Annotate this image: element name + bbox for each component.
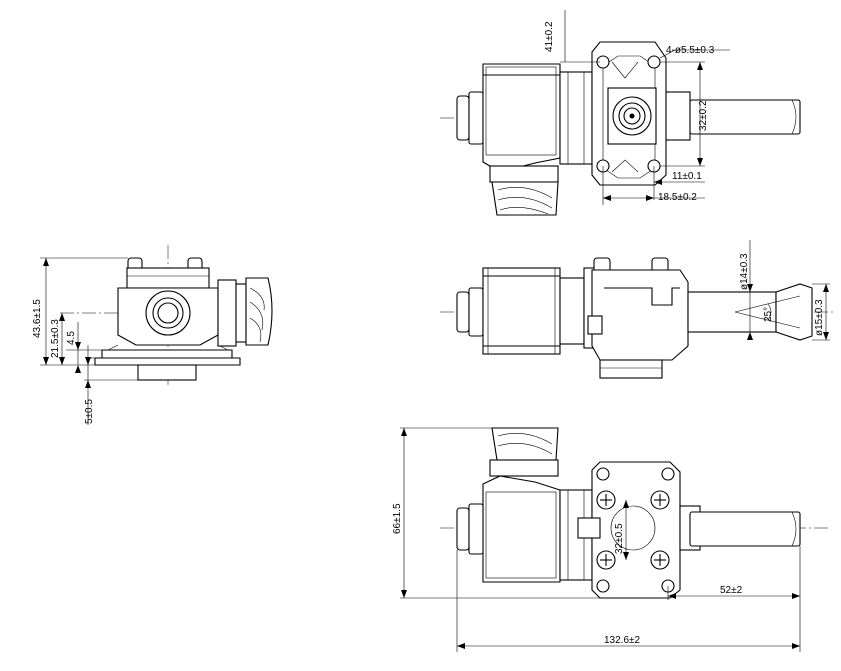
front-angle-dim: 25°: [763, 307, 774, 322]
side-height-dim: 43.6±1.5: [32, 299, 43, 338]
side-view: 43.6±1.5 21.5±0.3 4.5 5±0.5: [32, 245, 273, 425]
top-hole-pitch-dim: 32±0.2: [698, 100, 709, 131]
bottom-hole-pitch-dim: 32±0.5: [614, 523, 625, 554]
side-step-dim: 4.5: [66, 331, 77, 345]
top-offset-b-dim: 18.5±0.2: [658, 192, 697, 203]
front-dia-outer-dim: ø15±0.3: [814, 299, 825, 336]
top-height-dim: 41±0.2: [544, 21, 555, 52]
top-offset-a-dim: 11±0.1: [672, 171, 702, 182]
side-axis-dim: 21.5±0.3: [50, 319, 61, 358]
bottom-view: 32±0.5 66±1.5 52±2 132.6±2: [392, 427, 830, 652]
hole-spec-dim: 4-ø5.5±0.3: [666, 45, 715, 56]
bottom-height-dim: 66±1.5: [392, 503, 403, 534]
bottom-tube-len-dim: 52±2: [720, 585, 743, 596]
side-flange-dim: 5±0.5: [84, 399, 95, 424]
bottom-overall-len-dim: 132.6±2: [604, 635, 641, 646]
front-dia-inner-dim: ø14±0.3: [739, 253, 750, 290]
top-view: 41±0.2 4-ø5.5±0.3 32±0.2 11±0.1 18.5±0.2: [440, 10, 801, 216]
front-view: 25° ø14±0.3 ø15±0.3: [440, 240, 835, 379]
